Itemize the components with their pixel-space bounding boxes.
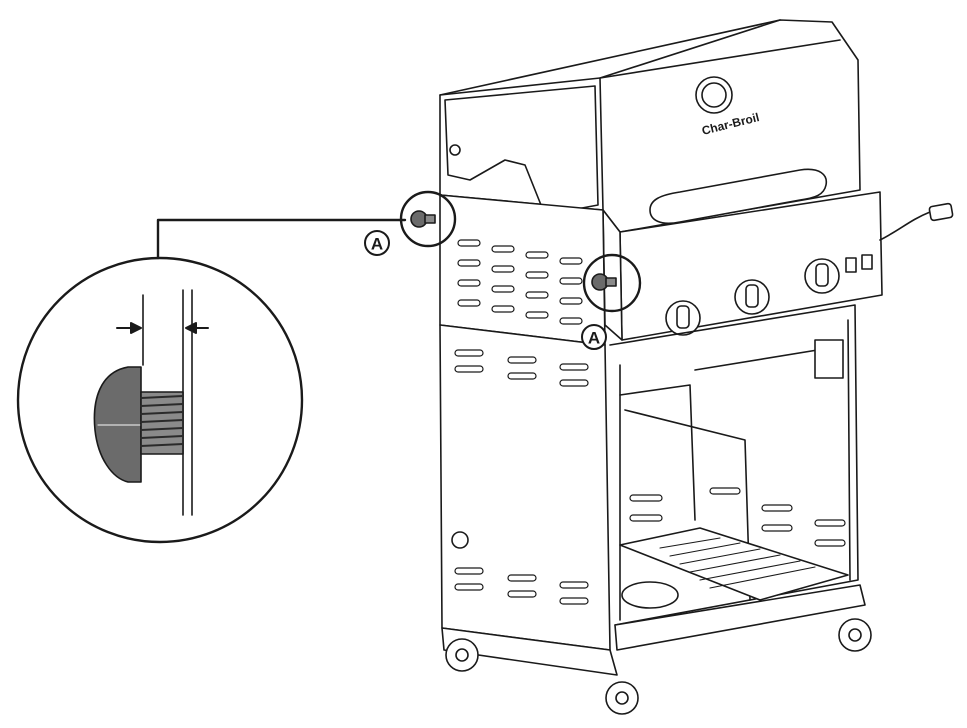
- power-cord: [879, 211, 931, 241]
- gap-dimension-arrows: [116, 322, 209, 334]
- cart-vent-slots: [454, 349, 589, 605]
- callout-a-upper: A: [364, 230, 390, 256]
- vent-slots: [457, 239, 583, 325]
- igniter-box: [814, 339, 844, 379]
- control-knob: [665, 300, 701, 336]
- grill-cart: [439, 304, 866, 676]
- switch: [845, 257, 857, 273]
- leader-line: [156, 218, 407, 260]
- screw-location-lower: [582, 253, 642, 313]
- control-knob: [734, 279, 770, 315]
- callout-letter: A: [371, 235, 383, 254]
- side-panel: [439, 194, 606, 346]
- caster-wheel: [838, 618, 872, 652]
- power-plug: [928, 202, 954, 222]
- tank-ring: [621, 581, 679, 609]
- callout-a-lower: A: [581, 324, 607, 350]
- magnified-detail: [16, 218, 407, 544]
- switch: [861, 254, 873, 270]
- grill-lid: Char-Broil: [439, 19, 861, 233]
- control-panel: [602, 191, 883, 341]
- screw-location-upper: [399, 190, 457, 248]
- caster-wheel: [445, 638, 479, 672]
- screw-magnified: [93, 366, 184, 483]
- callout-letter: A: [588, 329, 600, 348]
- control-knob: [804, 258, 840, 294]
- caster-wheel: [605, 681, 639, 715]
